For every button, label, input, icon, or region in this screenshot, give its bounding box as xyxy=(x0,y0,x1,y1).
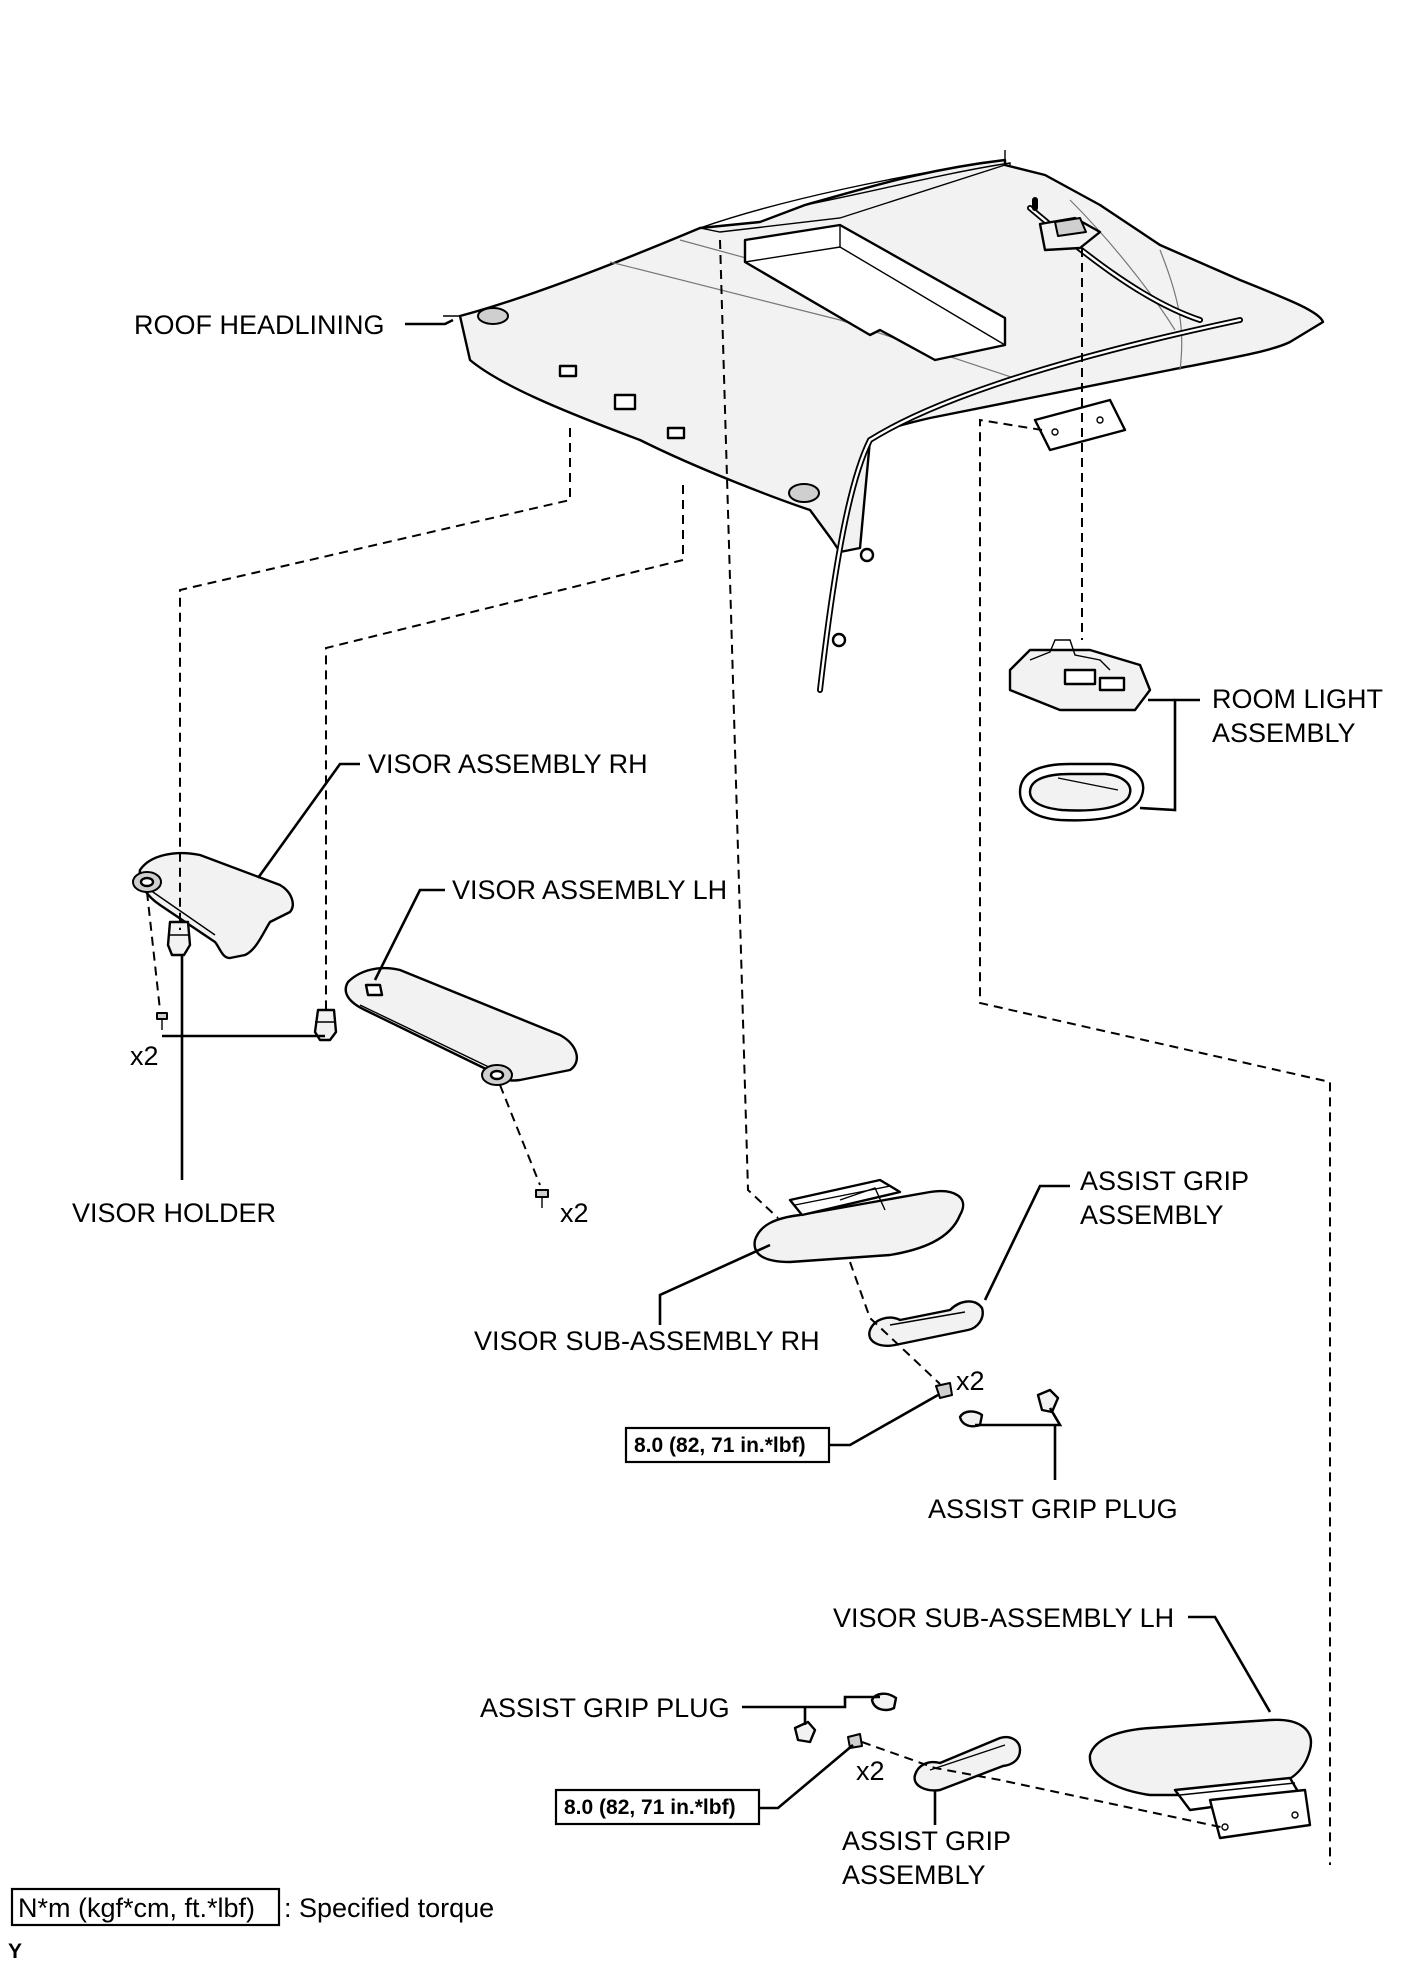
alignment-lines xyxy=(146,239,1331,1865)
label-visor-assembly-lh: VISOR ASSEMBLY LH xyxy=(452,875,727,905)
label-torque-lower: 8.0 (82, 71 in.*lbf) xyxy=(564,1796,736,1819)
label-assist-grip-upper-line2: ASSEMBLY xyxy=(1080,1200,1224,1230)
label-assist-grip-lower-line1: ASSIST GRIP xyxy=(842,1826,1011,1856)
label-x2-grip-upper: x2 xyxy=(956,1366,985,1396)
legend-torque-unit: N*m (kgf*cm, ft.*lbf) xyxy=(18,1893,255,1923)
label-visor-sub-assembly-lh: VISOR SUB-ASSEMBLY LH xyxy=(833,1603,1174,1633)
label-visor-holder: VISOR HOLDER xyxy=(72,1198,276,1228)
roof-contour-top xyxy=(699,159,1006,229)
label-roof-headlining: ROOF HEADLINING xyxy=(134,310,385,340)
visor-sub-assembly-lh-part xyxy=(1088,1718,1313,1840)
label-visor-assembly-rh: VISOR ASSEMBLY RH xyxy=(368,749,648,779)
label-assist-grip-plug-upper: ASSIST GRIP PLUG xyxy=(928,1494,1178,1524)
roof-headlining-part xyxy=(443,158,1325,693)
torque-box-upper xyxy=(624,1426,831,1464)
roof-contour-upper xyxy=(804,162,1011,206)
torque-box-lower xyxy=(554,1788,761,1826)
visor-assembly-rh-part xyxy=(132,851,294,1030)
visor-sub-assembly-rh-part xyxy=(753,1178,965,1264)
label-x2-visor-lh: x2 xyxy=(560,1198,589,1228)
label-x2-grip-lower: x2 xyxy=(856,1756,885,1786)
label-assist-grip-plug-lower: ASSIST GRIP PLUG xyxy=(480,1693,730,1723)
label-x2-holder: x2 xyxy=(130,1041,159,1071)
legend-torque-box xyxy=(10,1887,281,1927)
assist-grip-upper-part xyxy=(868,1300,1060,1428)
label-visor-sub-assembly-rh: VISOR SUB-ASSEMBLY RH xyxy=(474,1326,820,1356)
label-torque-upper: 8.0 (82, 71 in.*lbf) xyxy=(634,1434,806,1457)
visor-assembly-lh-part xyxy=(313,966,579,1208)
label-room-light-line1: ROOM LIGHT xyxy=(1212,684,1383,714)
room-light-assembly-part xyxy=(1008,639,1152,822)
leader-lines xyxy=(162,318,1272,1825)
legend-description: : Specified torque xyxy=(284,1893,494,1923)
label-assist-grip-upper-line1: ASSIST GRIP xyxy=(1080,1166,1249,1196)
label-room-light-line2: ASSEMBLY xyxy=(1212,718,1356,748)
corner-mark: Y xyxy=(8,1940,22,1963)
label-assist-grip-lower-line2: ASSEMBLY xyxy=(842,1860,986,1890)
